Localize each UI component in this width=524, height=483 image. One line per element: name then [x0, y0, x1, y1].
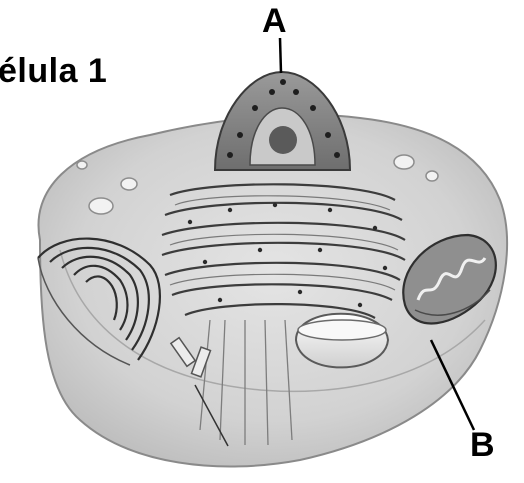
label-b: B — [470, 428, 495, 462]
label-a-leader — [280, 38, 281, 73]
vacuole — [296, 314, 388, 368]
nucleus — [215, 72, 350, 170]
label-a: A — [262, 4, 287, 38]
